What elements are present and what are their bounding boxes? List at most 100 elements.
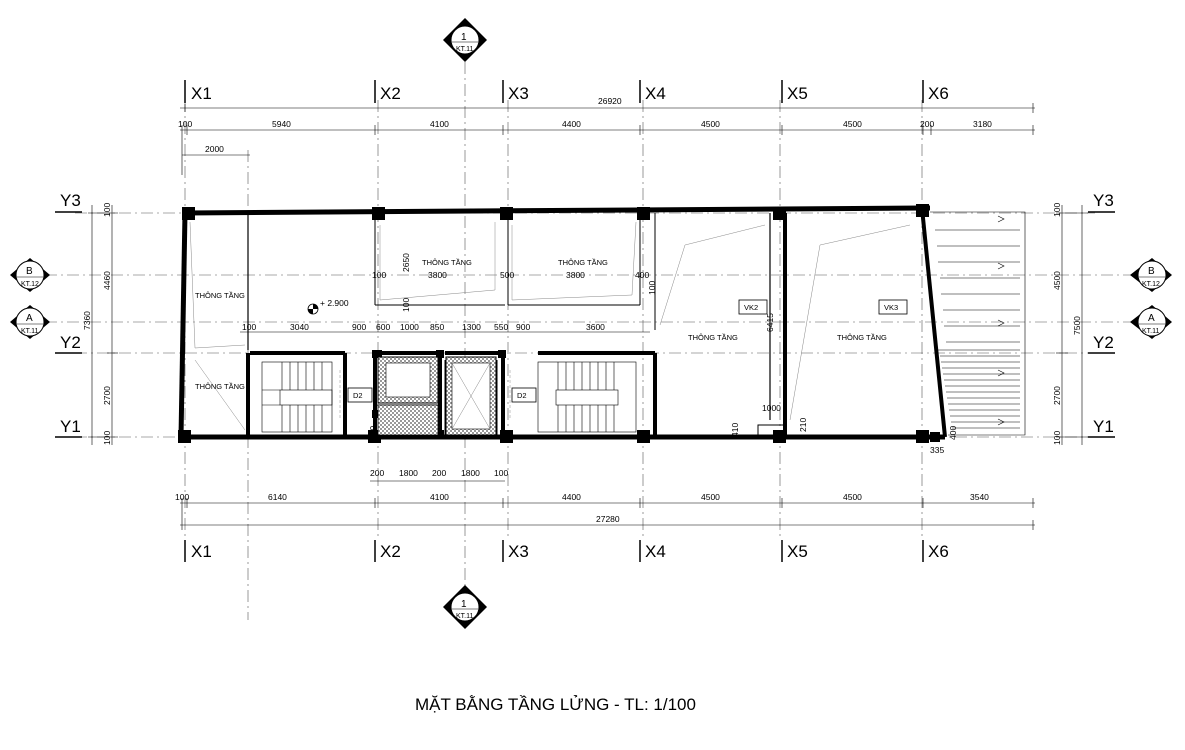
- dim-left-seg-3: 2700: [102, 386, 112, 405]
- dimension-texts: 26920 100 5940 4100 4400 4500 4500 200 3…: [82, 96, 1082, 524]
- dim-left-seg-2: 4460: [102, 271, 112, 290]
- dim-top-seg-1: 100: [178, 119, 192, 129]
- dim-bottom-seg-7: 3540: [970, 492, 989, 502]
- axis-label-x3-bottom: X3: [508, 542, 529, 561]
- section-marker-right-a: A KT.11: [1130, 305, 1172, 339]
- dim-left-seg-1: 100: [102, 203, 112, 217]
- room-label-void-6: THÔNG TẦNG: [837, 332, 887, 342]
- axis-label-x6-bottom: X6: [928, 542, 949, 561]
- dim-mid-3: 900: [352, 322, 366, 332]
- axis-label-x1: X1: [191, 84, 212, 103]
- room-label-void-1: THÔNG TẦNG: [195, 290, 245, 300]
- dim-top-seg-8: 3180: [973, 119, 992, 129]
- dim-bottom-seg-3: 4100: [430, 492, 449, 502]
- dim-v410: 410: [730, 423, 740, 437]
- section-left-b-ref: KT.12: [21, 281, 39, 288]
- axis-label-y1-left: Y1: [60, 417, 81, 436]
- section-right-a-ref: KT.11: [1142, 328, 1159, 335]
- dim-bottom-total: 27280: [596, 514, 620, 524]
- dim-top-seg-2: 5940: [272, 119, 291, 129]
- dim-mid-5: 1000: [400, 322, 419, 332]
- room-label-vk2: VK2: [744, 303, 758, 312]
- room-labels: THÔNG TẦNG THÔNG TẦNG THÔNG TẦNG THÔNG T…: [195, 257, 908, 403]
- section-bottom-num: 1: [461, 599, 467, 610]
- dim-upper-1a: 100: [372, 270, 386, 280]
- dim-top-seg-3: 4100: [430, 119, 449, 129]
- dim-mid-9: 900: [516, 322, 530, 332]
- room-label-vk3: VK3: [884, 303, 898, 312]
- dim-v400: 400: [948, 426, 958, 440]
- dim-bottom-seg-5: 4500: [701, 492, 720, 502]
- dim-right-seg-2: 4500: [1052, 271, 1062, 290]
- section-marker-top: 1 KT.11: [443, 18, 487, 62]
- room-label-void-2: THÔNG TẦNG: [195, 381, 245, 391]
- section-marker-left-b: B KT.12: [10, 258, 50, 292]
- dim-right-seg-3: 2700: [1052, 386, 1062, 405]
- dim-top-seg-4: 4400: [562, 119, 581, 129]
- axis-label-x2: X2: [380, 84, 401, 103]
- axis-label-x3: X3: [508, 84, 529, 103]
- axis-label-y2-right: Y2: [1093, 333, 1114, 352]
- door-label-d2-left: D2: [353, 391, 363, 400]
- stairs-right: [537, 361, 637, 433]
- room-label-void-3: THÔNG TẦNG: [422, 257, 472, 267]
- dimension-lines: [88, 103, 1088, 530]
- section-marker-bottom: 1 KT.11: [443, 585, 487, 629]
- axis-label-y2-left: Y2: [60, 333, 81, 352]
- drawing-title: MẶT BẰNG TẦNG LỬNG - TL: 1/100: [415, 695, 696, 714]
- dim-top-aux: 2000: [205, 144, 224, 154]
- axis-label-x2-bottom: X2: [380, 542, 401, 561]
- dim-top-total: 26920: [598, 96, 622, 106]
- section-marker-right-b: B KT.12: [1130, 258, 1172, 292]
- dim-right-seg-1: 100: [1052, 203, 1062, 217]
- section-right-b-ref: KT.12: [1142, 281, 1160, 288]
- dim-bottom-inner-1: 200: [370, 468, 384, 478]
- axis-label-x1-bottom: X1: [191, 542, 212, 561]
- dim-top-seg-5: 4500: [701, 119, 720, 129]
- section-marker-left-a: A KT.11: [10, 305, 50, 339]
- dim-upper-2b: 3800: [566, 270, 585, 280]
- section-right-a-num: A: [1148, 313, 1155, 324]
- axis-label-x4: X4: [645, 84, 666, 103]
- stairs-left: [261, 361, 333, 433]
- dim-mid-6: 850: [430, 322, 444, 332]
- elevator-shafts: [377, 356, 497, 436]
- axis-label-x6: X6: [928, 84, 949, 103]
- room-label-void-5: THÔNG TẦNG: [688, 332, 738, 342]
- dim-bottom-seg-4: 4400: [562, 492, 581, 502]
- dim-upper-1b: 3800: [428, 270, 447, 280]
- axis-label-x5: X5: [787, 84, 808, 103]
- dim-top-seg-7: 200: [920, 119, 934, 129]
- dim-bottom-seg-1: 100: [175, 492, 189, 502]
- stairs-ramp-right: [930, 211, 1026, 436]
- level-marker-text: + 2.900: [320, 298, 349, 308]
- axis-labels-bottom: X1 X2 X3 X4 X5 X6: [184, 540, 949, 562]
- dim-left-total: 7360: [82, 311, 92, 330]
- level-marker: + 2.900: [307, 298, 349, 315]
- dim-bottom-seg-6: 4500: [843, 492, 862, 502]
- dim-mid-4: 600: [376, 322, 390, 332]
- section-top-ref: KT.11: [456, 46, 473, 53]
- dim-v100b: 100: [647, 281, 657, 295]
- axis-label-y3-left: Y3: [60, 191, 81, 210]
- dim-bottom-seg-2: 6140: [268, 492, 287, 502]
- axis-label-x5-bottom: X5: [787, 542, 808, 561]
- dim-right-total: 7500: [1072, 316, 1082, 335]
- dim-right-seg-4: 100: [1052, 431, 1062, 445]
- section-left-a-num: A: [26, 313, 33, 324]
- dim-bottom-inner-3: 200: [432, 468, 446, 478]
- dim-mid-2: 3040: [290, 322, 309, 332]
- section-right-b-num: B: [1148, 266, 1155, 277]
- axis-label-x4-bottom: X4: [645, 542, 666, 561]
- dim-v2650: 2650: [401, 253, 411, 272]
- dim-h1000: 1000: [762, 403, 781, 413]
- dim-bottom-inner-5: 100: [494, 468, 508, 478]
- dim-v210: 210: [798, 418, 808, 432]
- section-left-a-ref: KT.11: [21, 328, 38, 335]
- door-label-d2-right: D2: [517, 391, 527, 400]
- dim-top-seg-6: 4500: [843, 119, 862, 129]
- dim-upper-2c: 400: [635, 270, 649, 280]
- dim-mid-1: 100: [242, 322, 256, 332]
- section-top-num: 1: [461, 32, 467, 43]
